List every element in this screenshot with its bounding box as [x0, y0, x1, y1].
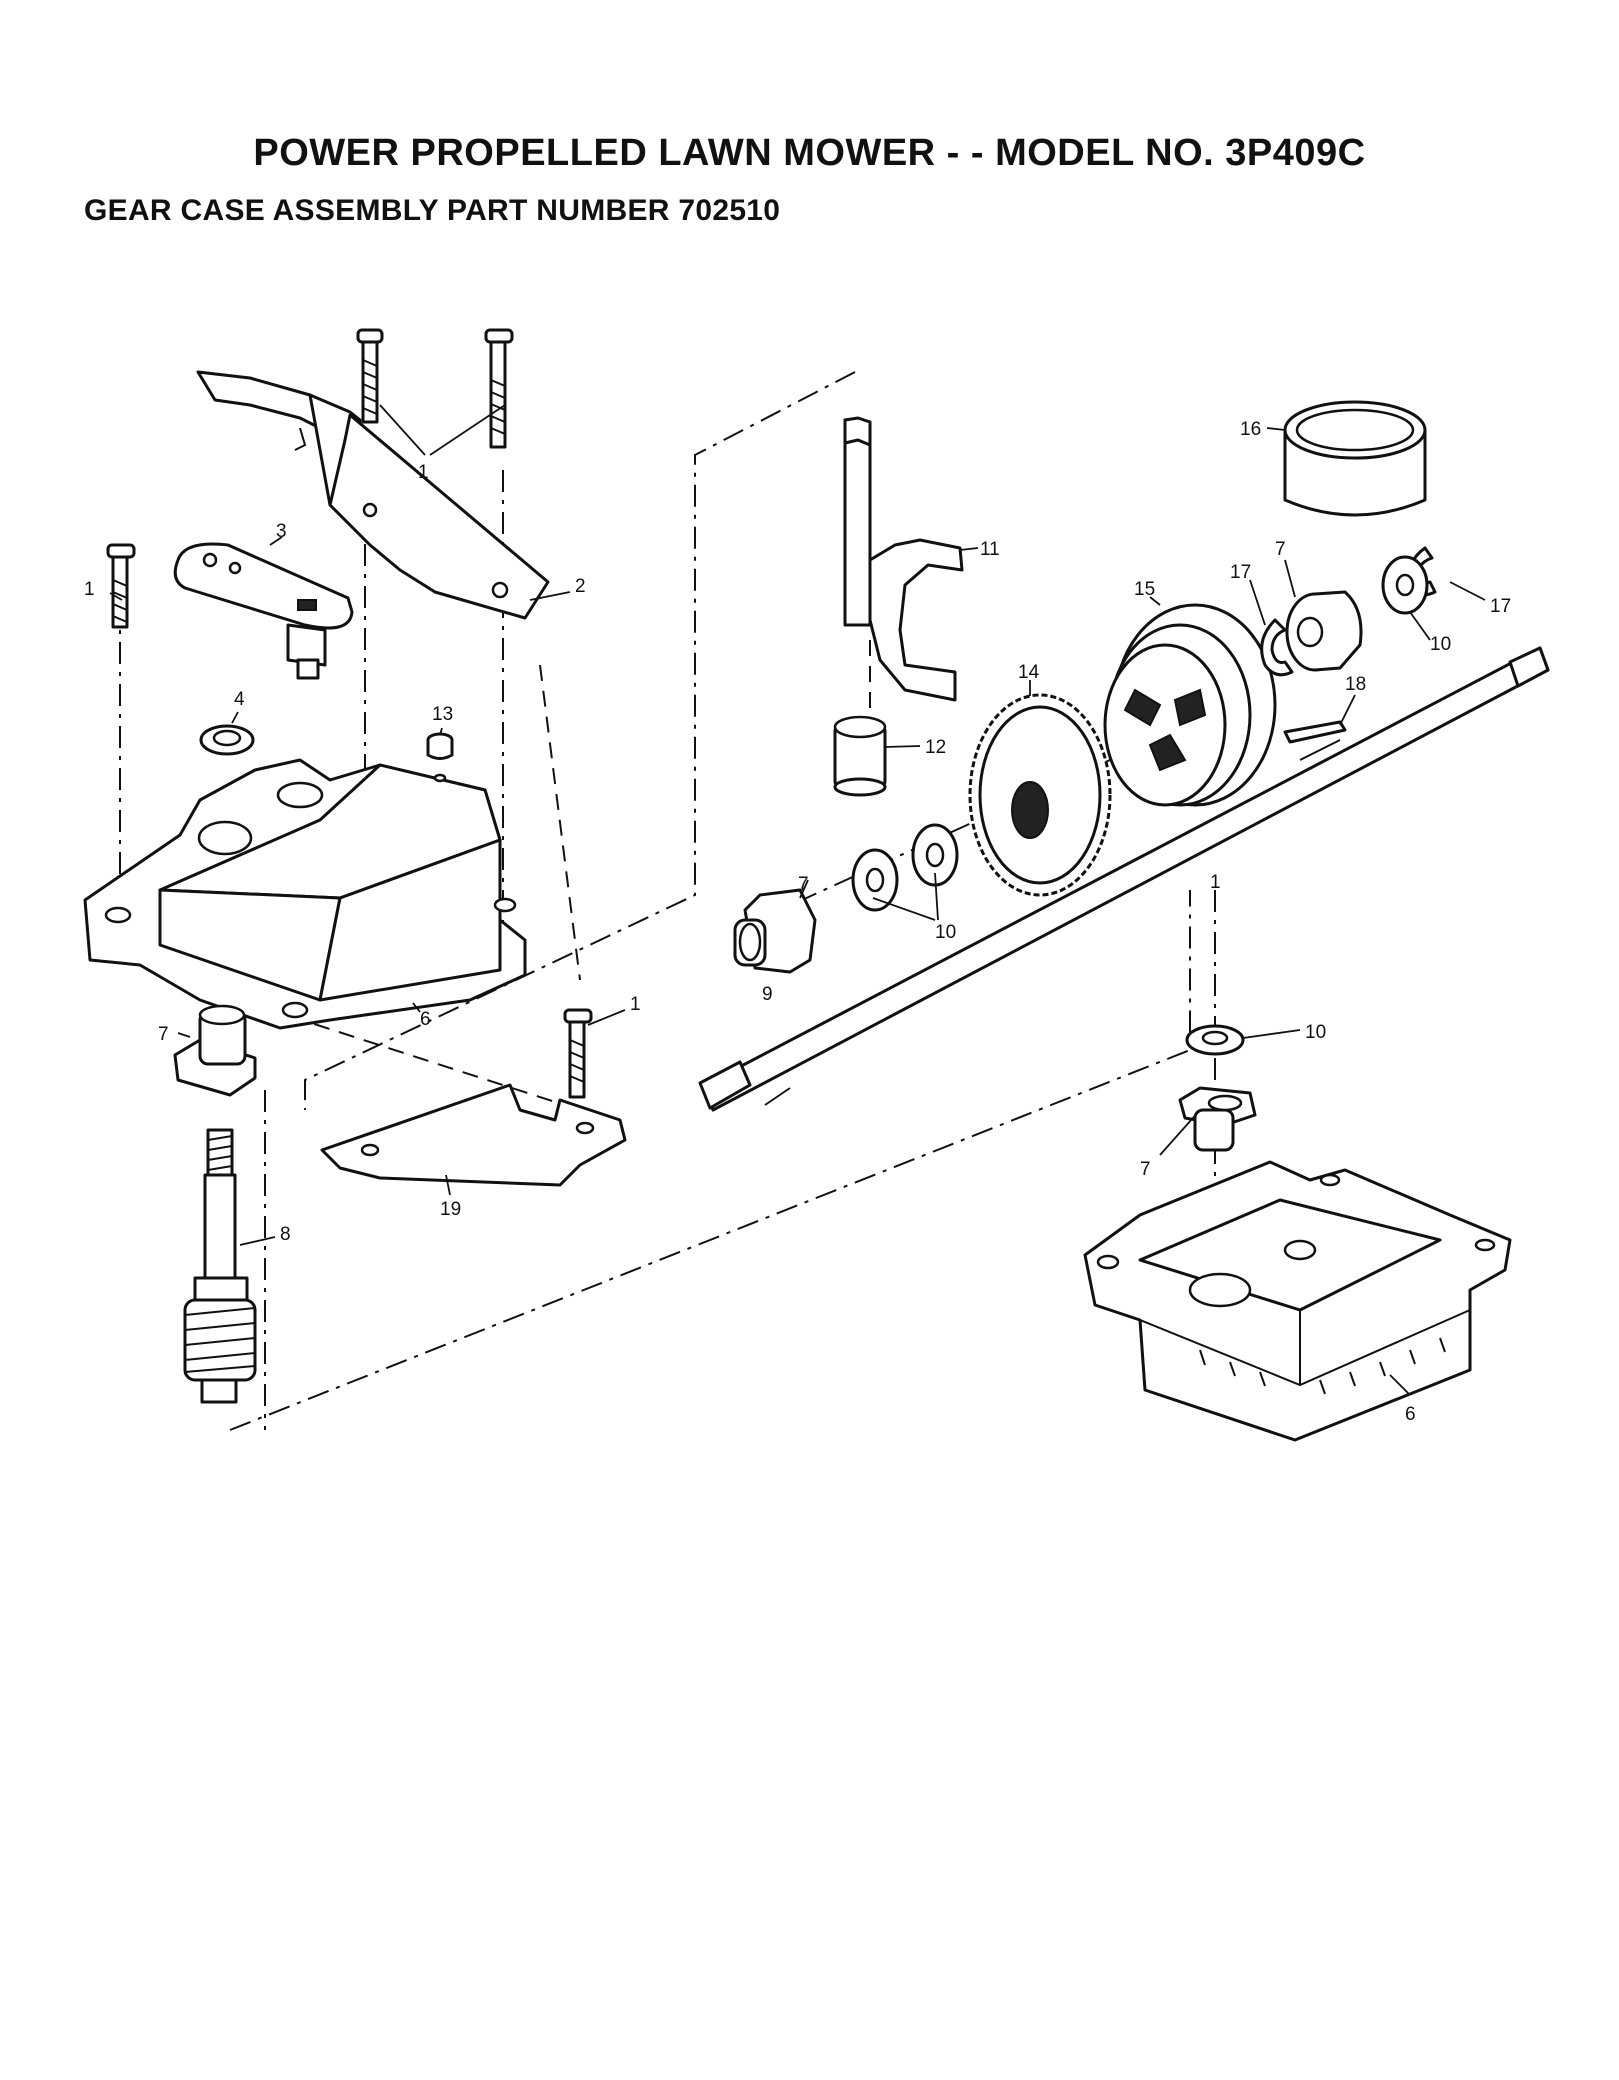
washer-part-10-lower	[1185, 1024, 1245, 1056]
callout-leaders	[109, 404, 1486, 1396]
label-3: 3	[276, 521, 287, 542]
label-9: 9	[762, 984, 773, 1005]
washer-part-4	[199, 724, 255, 756]
label-12: 12	[925, 737, 946, 758]
label-14: 14	[1018, 662, 1040, 683]
gear-case-upper-part-6	[83, 758, 527, 1030]
label-1-top: 1	[418, 462, 429, 483]
label-7-left: 7	[158, 1024, 169, 1045]
callout-labels: 1 2 3 1 4 13 6 7 1 19 8 9 10 7 11 12 14 …	[84, 419, 1511, 1425]
label-1-left: 1	[84, 579, 95, 600]
retaining-ring-part-17-a	[1260, 618, 1294, 677]
bushing-part-7-middle	[733, 888, 817, 974]
plug-part-13	[426, 732, 454, 760]
plate-part-19	[320, 1083, 627, 1187]
page-title: POWER PROPELLED LAWN MOWER - - MODEL NO.…	[253, 132, 1366, 174]
label-17-right: 17	[1490, 596, 1511, 617]
label-6-upper: 6	[420, 1009, 431, 1030]
label-19: 19	[440, 1199, 461, 1220]
key-part-18	[1283, 720, 1347, 744]
label-10-middle: 10	[935, 922, 956, 943]
label-15: 15	[1134, 579, 1155, 600]
label-7-middle: 7	[798, 874, 809, 895]
label-10-right: 10	[1430, 634, 1451, 655]
label-16: 16	[1240, 419, 1261, 440]
ring-part-16	[1283, 400, 1427, 517]
washer-part-10-middle-a	[851, 848, 899, 912]
bushing-part-7-left	[173, 1004, 257, 1097]
screw-part-1-top-b	[484, 328, 514, 449]
clutch-drum-part-15	[1103, 603, 1277, 807]
label-4: 4	[234, 689, 245, 710]
screw-part-1-lower	[563, 1008, 593, 1099]
bushing-part-7-lower	[1178, 1086, 1257, 1152]
label-8: 8	[280, 1224, 291, 1245]
label-18: 18	[1345, 674, 1366, 695]
bracket-part-2	[196, 370, 550, 620]
label-1-lower: 1	[630, 994, 641, 1015]
bushing-part-7-right	[1285, 590, 1363, 672]
gear-case-lower-part-6	[1083, 1160, 1512, 1442]
label-7-right: 7	[1275, 539, 1286, 560]
axle-shaft-part-9	[698, 646, 1550, 1112]
spacer-part-12	[833, 715, 887, 797]
label-10-lower: 10	[1305, 1022, 1326, 1043]
label-7-lower: 7	[1140, 1159, 1151, 1180]
shift-fork-part-11	[843, 416, 964, 702]
screw-part-1-top-a	[356, 328, 384, 424]
label-1-right: 1	[1210, 872, 1221, 893]
worm-shaft-part-8	[183, 1128, 257, 1404]
label-17-left: 17	[1230, 562, 1251, 583]
label-2: 2	[575, 576, 586, 597]
page-subtitle: GEAR CASE ASSEMBLY PART NUMBER 702510	[84, 194, 781, 227]
lever-part-3	[173, 542, 354, 680]
gear-part-14	[968, 693, 1112, 897]
washer-part-10-right	[1381, 555, 1429, 615]
screw-part-1-left	[106, 543, 136, 629]
label-11: 11	[980, 539, 1000, 560]
label-6-lower: 6	[1405, 1404, 1416, 1425]
label-13: 13	[432, 704, 453, 725]
